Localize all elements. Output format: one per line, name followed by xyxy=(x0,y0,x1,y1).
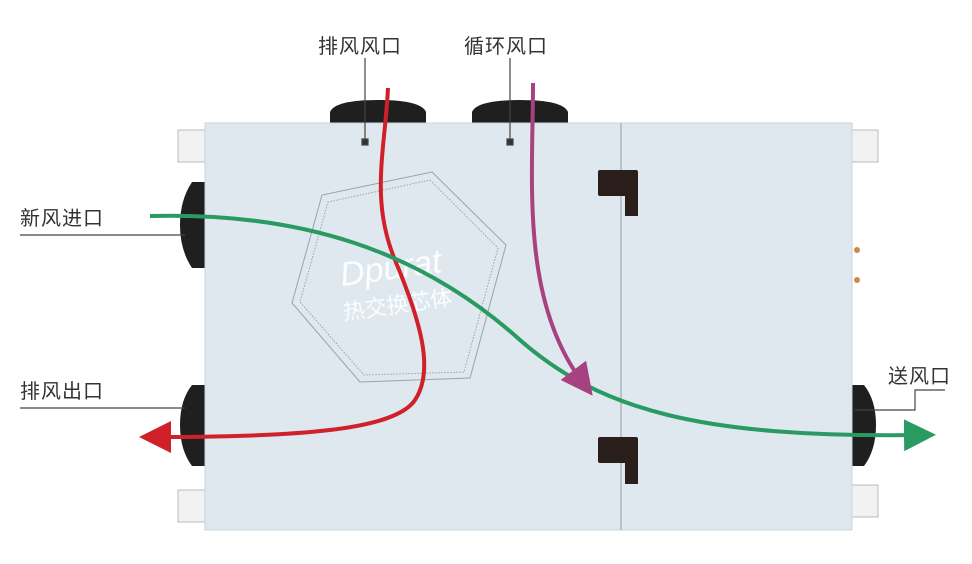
hinges xyxy=(598,170,638,484)
fresh-air-inlet-duct xyxy=(180,182,205,268)
logo-hexagon xyxy=(291,171,507,383)
leader-lines xyxy=(20,58,945,411)
recirculation-flow-arrow xyxy=(529,82,593,396)
recirculation-inlet-duct xyxy=(472,100,568,123)
supply-outlet-duct xyxy=(852,385,876,466)
exhaust-inlet-duct xyxy=(330,100,426,123)
label-exhaust-inlet: 排风风口 xyxy=(318,34,402,58)
fresh-air-flow-arrow xyxy=(149,213,936,452)
mounting-brackets xyxy=(177,129,879,523)
label-supply-outlet: 送风口 xyxy=(888,364,951,388)
label-exhaust-outlet: 排风出口 xyxy=(20,379,104,403)
exhaust-flow-arrow xyxy=(139,87,427,453)
label-recirculation-inlet: 循环风口 xyxy=(464,34,548,58)
exhaust-outlet-duct xyxy=(180,385,205,466)
label-fresh-air-inlet: 新风进口 xyxy=(20,206,104,230)
unit-panel xyxy=(204,122,853,531)
duct-collars xyxy=(180,100,876,466)
